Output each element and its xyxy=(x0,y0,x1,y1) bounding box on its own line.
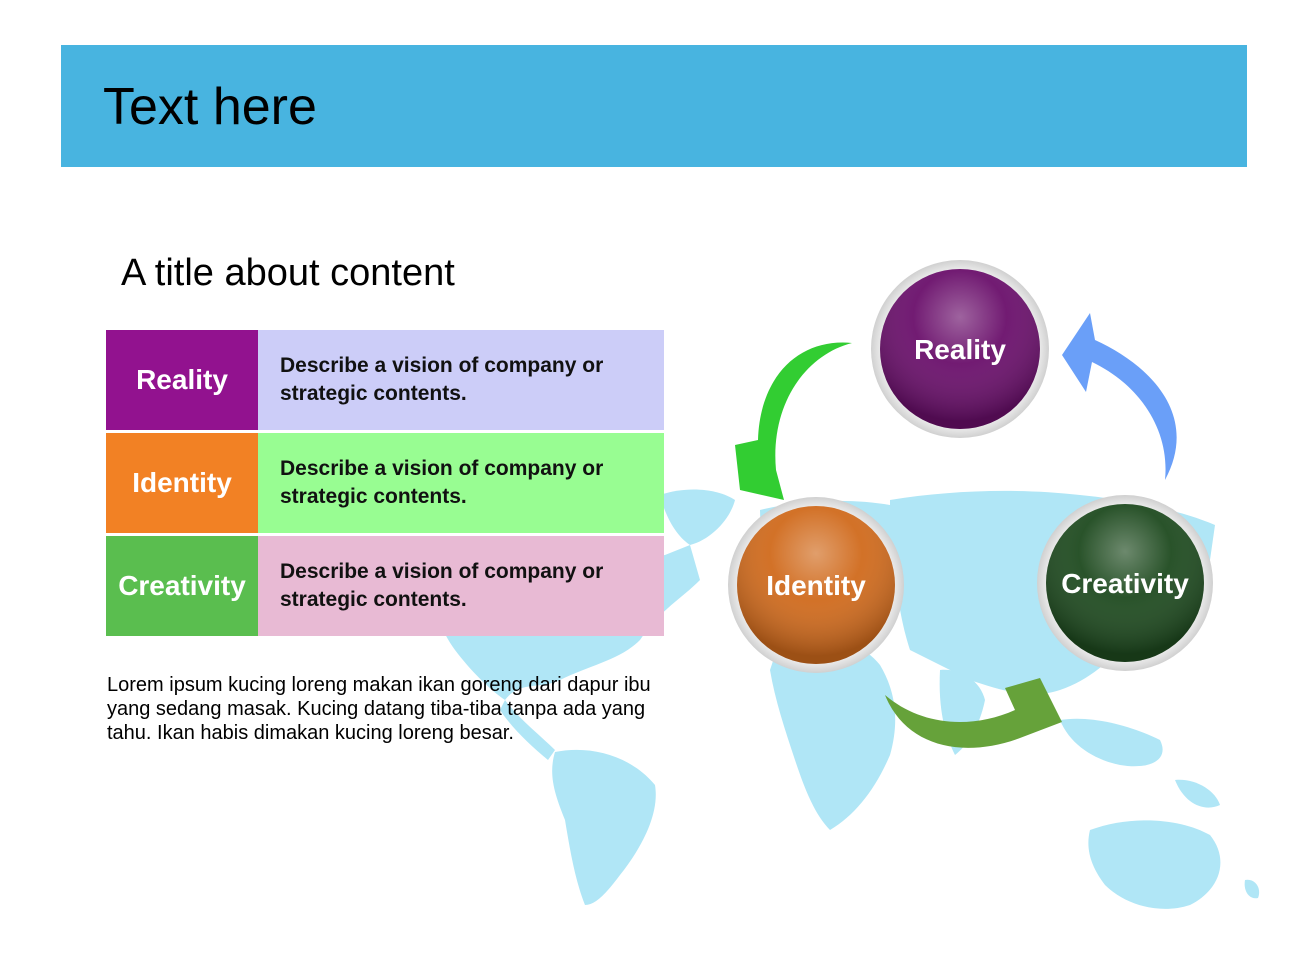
page-title: Text here xyxy=(103,78,317,136)
arrow-creativity-to-identity xyxy=(885,678,1062,748)
cycle-node-reality: Reality xyxy=(871,260,1049,438)
cycle-node-creativity: Creativity xyxy=(1037,495,1213,671)
header-banner: Text here xyxy=(61,45,1247,167)
cycle-node-label: Reality xyxy=(914,334,1006,365)
cycle-node-label: Identity xyxy=(766,570,866,601)
body-paragraph: Lorem ipsum kucing loreng makan ikan gor… xyxy=(107,674,651,744)
vision-table: Reality Describe a vision of company or … xyxy=(106,330,664,639)
arrow-reality-to-creativity xyxy=(1062,313,1177,480)
vision-description-text: Describe a vision of company or strategi… xyxy=(280,354,604,405)
vision-row-creativity: Creativity Describe a vision of company … xyxy=(106,536,664,636)
cycle-node-identity: Identity xyxy=(728,497,904,673)
vision-description-creativity: Describe a vision of company or strategi… xyxy=(258,536,664,636)
vision-label-creativity: Creativity xyxy=(106,536,258,636)
arrow-identity-to-reality xyxy=(735,342,852,500)
vision-description-text: Describe a vision of company or strategi… xyxy=(280,457,604,508)
vision-row-identity: Identity Describe a vision of company or… xyxy=(106,433,664,533)
cycle-node-label: Creativity xyxy=(1061,568,1189,599)
content-title: A title about content xyxy=(121,252,455,294)
vision-label-reality: Reality xyxy=(106,330,258,430)
vision-description-text: Describe a vision of company or strategi… xyxy=(280,560,604,611)
vision-description-reality: Describe a vision of company or strategi… xyxy=(258,330,664,430)
vision-row-reality: Reality Describe a vision of company or … xyxy=(106,330,664,430)
vision-description-identity: Describe a vision of company or strategi… xyxy=(258,433,664,533)
vision-label-identity: Identity xyxy=(106,433,258,533)
